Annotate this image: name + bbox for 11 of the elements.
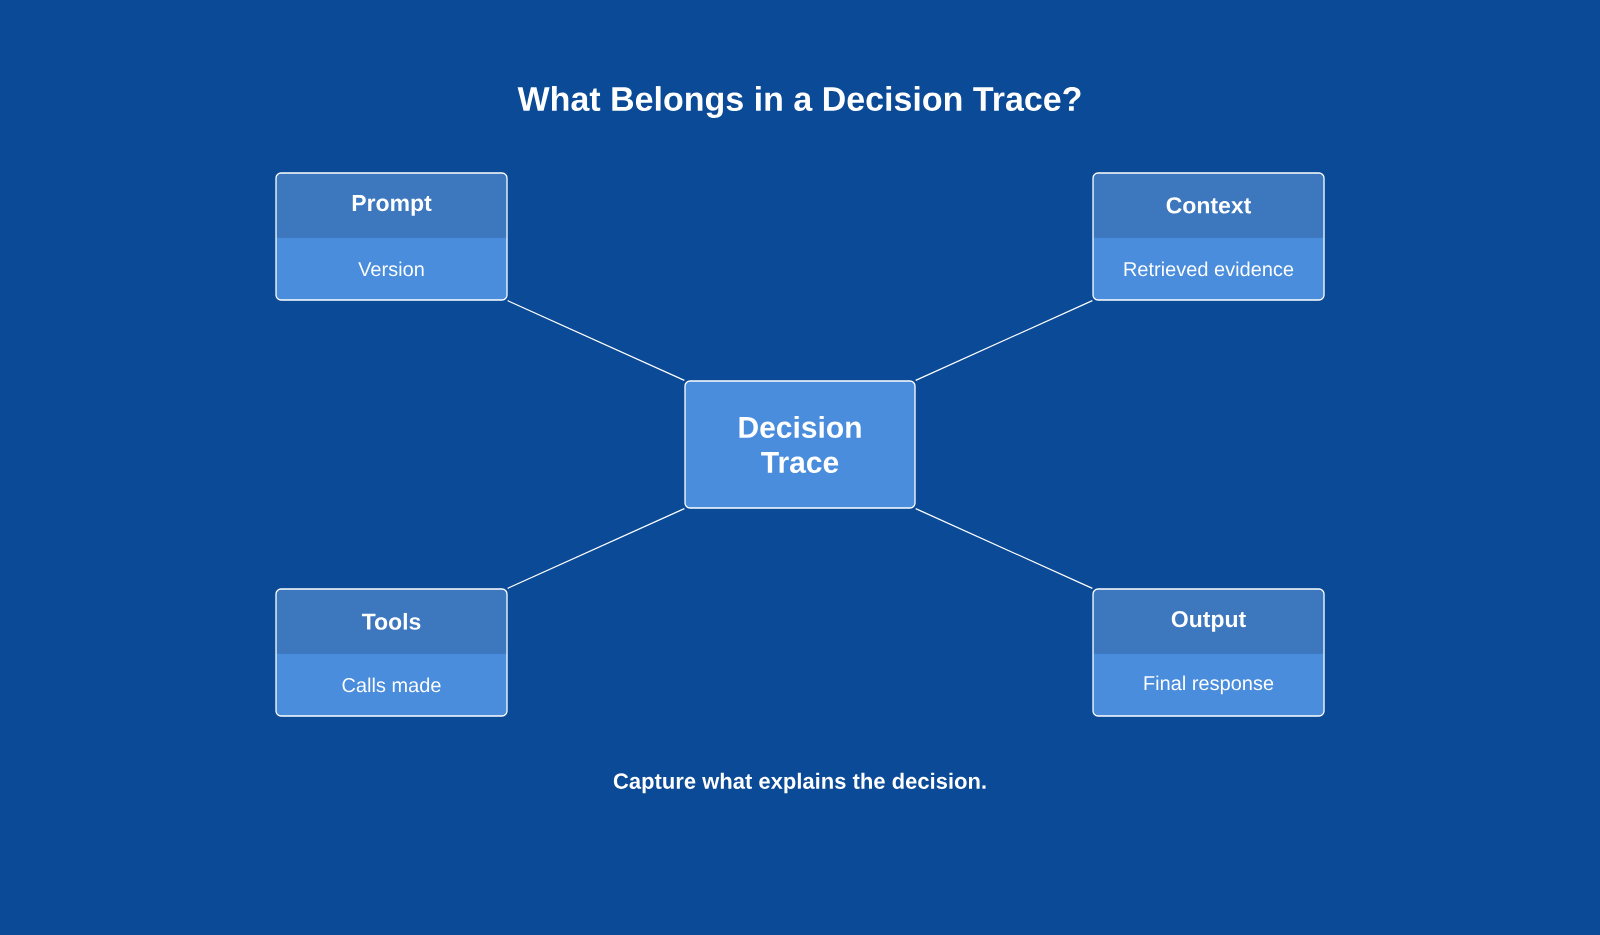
card-box: Output Final response [1092,588,1325,717]
card-box: Context Retrieved evidence [1092,172,1325,301]
connector-line [915,508,1093,589]
connector-line [915,300,1093,381]
caption: Capture what explains the decision. [613,772,986,794]
card-box: Tools Calls made [275,588,508,717]
connector-line [507,508,685,589]
card-box: Prompt Version [275,172,508,301]
title: What Belongs in a Decision Trace? [517,86,1081,118]
connector-line [507,300,685,381]
center-box: Decision Trace [684,380,916,509]
